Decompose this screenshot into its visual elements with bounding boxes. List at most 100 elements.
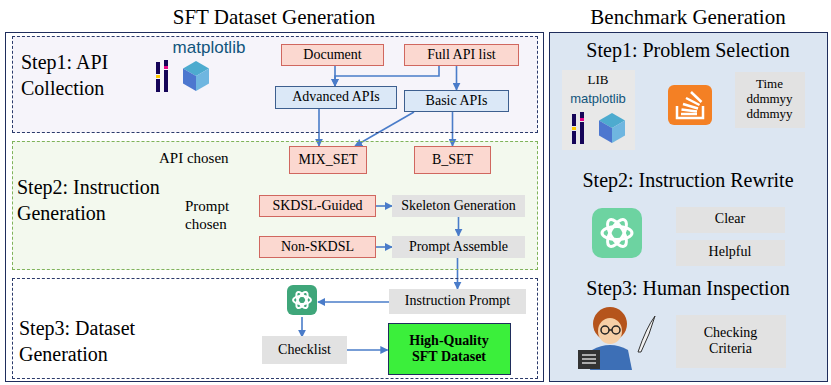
step-box: Step1: API Collection Document Full API li… [12, 36, 538, 133]
pandas-accent [156, 75, 160, 78]
box-text: MIX_SET [298, 152, 357, 168]
flow-arrow [347, 349, 388, 351]
heading-text: Step3: Dataset Generation [19, 315, 154, 367]
step-heading: Step1: Problem Selection [552, 38, 825, 62]
heading-wrap: SFT Dataset Generation [5, 4, 544, 31]
box-text: Advanced APIs [292, 89, 380, 105]
icon-ground [668, 85, 712, 125]
box-text: Checking Criteria [684, 325, 778, 357]
process-box: Prompt Assemble [392, 236, 525, 258]
pandas-icon [572, 112, 584, 144]
icon-ground [287, 285, 317, 315]
icon-ground [592, 208, 642, 258]
knot-loop [604, 217, 630, 249]
label-wrap: Prompt chosen [185, 197, 251, 233]
box-text: Non-SKDSL [281, 239, 354, 255]
process-box: Advanced APIs [275, 86, 397, 109]
step-box: Step3: Dataset Generation Instruction Pro… [12, 278, 538, 379]
result-box: High-Quality SFT Dataset [388, 323, 511, 375]
book-line [582, 358, 596, 359]
face [598, 318, 622, 344]
box-text: Document [303, 47, 361, 63]
cube-face [183, 69, 196, 92]
label-wrap: Step3: Human Inspection [552, 276, 825, 300]
box-text: B_SET [432, 152, 473, 168]
library-box: LIBmatplotlib [562, 70, 635, 150]
pandas-bar [580, 112, 584, 118]
side-label: Prompt chosen [185, 197, 251, 233]
side-label: API chosen [159, 149, 251, 167]
person-icon [578, 307, 655, 370]
stackoverflow-icon [668, 85, 712, 125]
logo-text: matplotlib [562, 91, 635, 107]
heading-text: Step2: Instruction Generation [17, 174, 182, 226]
pandas-icon [156, 60, 168, 92]
process-box: Checklist [262, 336, 347, 364]
cube-face [196, 69, 209, 92]
cube-face [612, 121, 625, 144]
stack-bar [683, 104, 698, 109]
flow-arrow [335, 66, 439, 86]
pandas-bar [572, 114, 576, 126]
label-wrap: Step1: Problem Selection [552, 38, 825, 62]
stack-bar [682, 110, 698, 112]
step-box: Step2: Instruction Generation MIX_SET B_SE… [12, 141, 538, 270]
feather-pen [638, 316, 655, 352]
knot-loop [294, 290, 310, 310]
box-text: Skeleton Generation [401, 198, 516, 214]
process-box: Full API list [404, 44, 519, 66]
box-text: Clear [715, 211, 745, 227]
box-text: Instruction Prompt [405, 293, 510, 309]
pandas-bar [156, 79, 160, 92]
cube-face [599, 121, 612, 144]
book-line [582, 354, 596, 355]
step-fill [12, 36, 538, 133]
panel: SFT Dataset GenerationStep1: API Collect… [5, 32, 544, 382]
box-text: Full API list [427, 47, 495, 63]
glasses [609, 329, 612, 331]
box-text: Basic APIs [426, 93, 488, 109]
flow-arrow [318, 301, 390, 303]
step-fill [12, 141, 538, 270]
process-box: Skeleton Generation [392, 195, 525, 217]
step-heading: Step2: Instruction Rewrite [552, 168, 825, 192]
flow-arrow [301, 317, 303, 337]
numpy-icon [599, 113, 625, 143]
heading-wrap: Step3: Dataset Generation [19, 315, 154, 367]
stack-bar [691, 92, 702, 102]
book-line [582, 362, 596, 363]
chatgpt-icon [287, 285, 317, 315]
label-wrap: API chosen [159, 149, 251, 167]
process-box: Checking Criteria [676, 315, 786, 368]
numpy-icon [183, 61, 209, 91]
process-box: Document [281, 44, 384, 66]
process-box: Basic APIs [404, 90, 509, 112]
flow-arrow [458, 217, 460, 236]
process-box: SKDSL-Guided [259, 195, 376, 217]
format-box: Timeddmmyyddmmyy [735, 72, 805, 128]
pandas-bar [164, 70, 168, 92]
box-text: ddmmyy [746, 92, 792, 107]
process-box: MIX_SET [289, 146, 367, 174]
process-box: Non-SKDSL [259, 236, 376, 258]
logo-text: matplotlib [159, 38, 259, 58]
heading-text: Step1: API Collection [21, 49, 141, 101]
knot-loop [604, 217, 630, 249]
pandas-bar [580, 122, 584, 144]
process-box: B_SET [414, 146, 491, 174]
pandas-accent [580, 118, 584, 121]
knot-loop [602, 227, 632, 240]
box-text: Prompt Assemble [409, 239, 508, 255]
process-box: Clear [676, 207, 785, 233]
process-box: Instruction Prompt [389, 289, 526, 314]
stack-bar [681, 113, 697, 116]
chatgpt-icon [592, 208, 642, 258]
heading-wrap: Benchmark Generation [549, 4, 828, 31]
process-box: Helpful [676, 240, 785, 266]
flow-arrow [376, 205, 392, 207]
lib-fill [562, 70, 635, 150]
heading-text: SFT Dataset Generation [5, 4, 544, 31]
pandas-bar [156, 62, 160, 74]
